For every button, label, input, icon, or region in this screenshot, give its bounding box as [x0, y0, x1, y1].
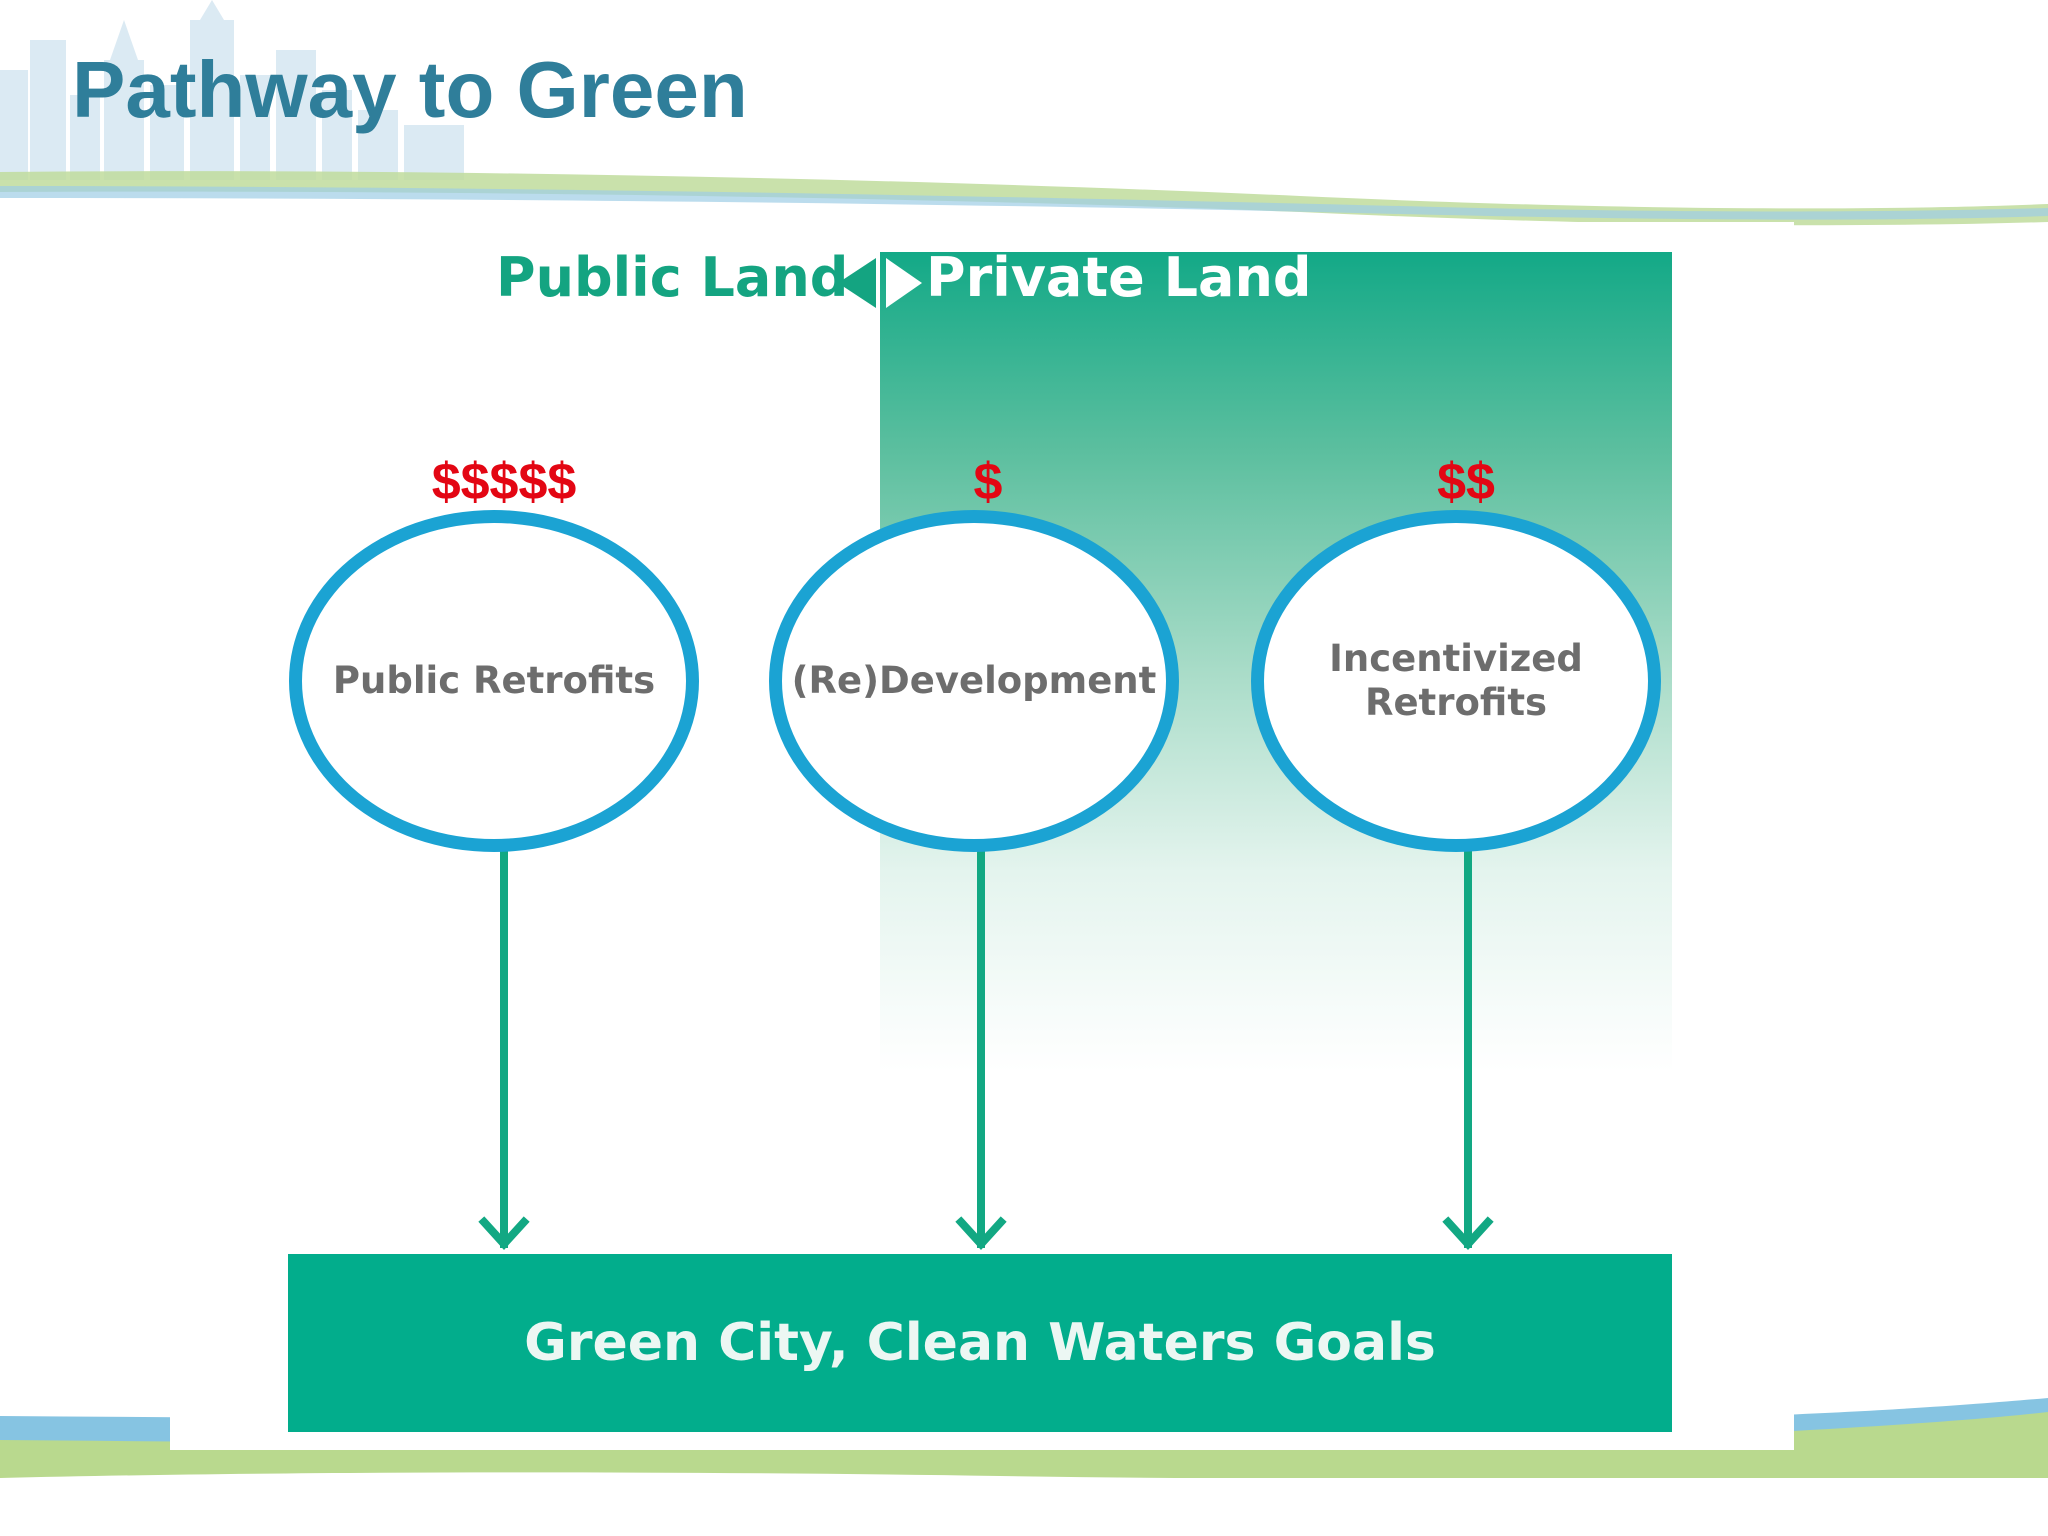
arrowhead-redevelopment: [955, 1216, 1007, 1250]
bottom-green-swoosh: [0, 1400, 2048, 1480]
top-blue-swoosh: [0, 186, 2048, 220]
slide-title: Pathway to Green: [72, 45, 748, 134]
node-public-retrofits: Public Retrofits: [289, 510, 699, 852]
goal-box: Green City, Clean Waters Goals: [288, 1254, 1672, 1432]
arrowhead-incentivized-retrofits: [1442, 1216, 1494, 1250]
node-incentivized-retrofits: Incentivized Retrofits: [1251, 510, 1661, 852]
land-divider-arrows-icon: [838, 258, 922, 308]
goal-label: Green City, Clean Waters Goals: [524, 1313, 1436, 1373]
city-skyline-graphic: [0, 0, 464, 180]
arrowhead-public-retrofits: [478, 1216, 530, 1250]
cost-incentivized-retrofits: $$: [1437, 453, 1495, 511]
cost-public-retrofits: $$$$$: [431, 453, 577, 511]
node-label: Public Retrofits: [332, 658, 656, 702]
node-redevelopment: (Re)Development: [769, 510, 1179, 852]
cost-redevelopment: $: [973, 453, 1003, 511]
node-label: (Re)Development: [791, 658, 1157, 702]
bottom-white-band: [0, 1478, 2048, 1536]
node-label: Incentivized Retrofits: [1329, 636, 1583, 724]
public-land-label: Public Land: [496, 246, 849, 309]
private-land-label: Private Land: [926, 246, 1312, 309]
